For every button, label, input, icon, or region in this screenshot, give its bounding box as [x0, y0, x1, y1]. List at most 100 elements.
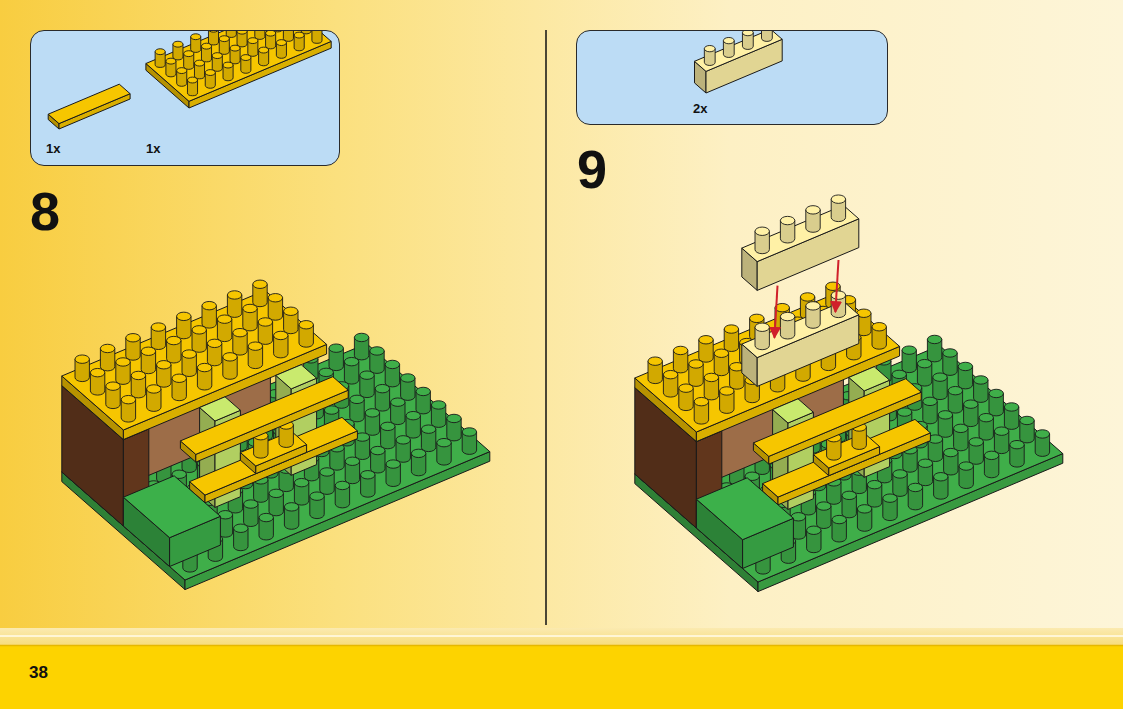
stud-top — [177, 68, 187, 74]
stud-top — [237, 31, 247, 34]
stud-top — [806, 206, 820, 214]
footer-stripe — [0, 628, 1123, 646]
green-baseplate — [635, 335, 1063, 591]
stud-top — [212, 53, 222, 59]
stud-top — [294, 478, 308, 486]
part-quantity: 2x — [693, 102, 707, 116]
stud-top — [934, 473, 948, 481]
stud-top — [223, 62, 233, 68]
stud-top — [694, 397, 708, 405]
stud-top — [207, 339, 221, 347]
stud-top — [243, 304, 257, 312]
stud-top — [248, 38, 258, 44]
stud-top — [227, 291, 241, 299]
stud-top — [258, 318, 272, 326]
yellow-tile-part-top — [48, 84, 130, 123]
model-step-9 — [635, 195, 1063, 592]
stud-top — [167, 336, 181, 344]
stud-top — [234, 524, 248, 532]
stud-top — [462, 428, 476, 436]
stud-top — [205, 70, 215, 76]
stud-top — [121, 395, 135, 403]
stud-top — [294, 32, 304, 38]
yellow-plate-part — [146, 31, 331, 108]
stud-top — [948, 386, 962, 394]
yellow-tile-part — [48, 84, 130, 129]
stud-top — [1035, 430, 1049, 438]
stud-side — [762, 31, 773, 41]
stud-top — [817, 502, 831, 510]
stud-top — [742, 31, 753, 36]
yellow-plate-part-top — [146, 31, 331, 101]
stud-top — [806, 302, 820, 310]
part-quantity: 1x — [46, 142, 60, 156]
stud-top — [750, 314, 764, 322]
stud-top — [857, 505, 871, 513]
stud-top — [361, 471, 375, 479]
parts-callout: 1x 1x — [30, 30, 340, 166]
stud-top — [219, 36, 229, 42]
stud-top — [319, 368, 333, 376]
stud-top — [780, 312, 794, 320]
stud-top — [421, 425, 435, 433]
stud-top — [401, 374, 415, 382]
stud-top — [192, 326, 206, 334]
stud-side — [312, 31, 322, 43]
stud-top — [944, 448, 958, 456]
stud-top — [344, 357, 358, 365]
step-number: 8 — [30, 184, 60, 238]
stud-top — [284, 503, 298, 511]
stud-top — [299, 321, 313, 329]
stud-top — [131, 371, 145, 379]
stud-top — [755, 227, 769, 235]
stud-top — [375, 384, 389, 392]
stud-top — [151, 323, 165, 331]
stud-top — [673, 346, 687, 354]
stud-top — [800, 293, 814, 301]
green-slope-top — [696, 478, 793, 540]
stud-top — [147, 385, 161, 393]
stud-top — [893, 470, 907, 478]
stud-top — [259, 47, 269, 53]
stud-top — [166, 58, 176, 64]
stud-top — [244, 500, 258, 508]
light-green-pillar-top — [773, 399, 814, 423]
yellow-tile — [180, 377, 348, 462]
stud-top — [116, 358, 130, 366]
stud-top — [284, 307, 298, 315]
yellow-plate-part-front — [189, 41, 331, 108]
stud-top — [699, 336, 713, 344]
stud-top — [90, 368, 104, 376]
stud-top — [202, 301, 216, 309]
stud-top — [704, 45, 715, 51]
stud-top — [184, 51, 194, 57]
stud-top — [648, 357, 662, 365]
stud-top — [274, 331, 288, 339]
stud-top — [964, 400, 978, 408]
step-divider — [545, 30, 547, 625]
stud-top — [714, 349, 728, 357]
parts-callout: 2x — [576, 30, 888, 125]
stud-top — [217, 315, 231, 323]
stud-top — [177, 312, 191, 320]
stud-top — [447, 414, 461, 422]
part-quantity: 1x — [146, 142, 160, 156]
stud-top — [831, 291, 845, 299]
stud-top — [979, 413, 993, 421]
stud-top — [223, 353, 237, 361]
model-step-8 — [62, 280, 490, 590]
stud-top — [994, 427, 1008, 435]
stud-top — [663, 370, 677, 378]
stud-top — [720, 387, 734, 395]
stud-top — [182, 350, 196, 358]
light-green-pillar-top — [276, 365, 317, 389]
stud-top — [431, 401, 445, 409]
stud-top — [233, 328, 247, 336]
stud-top — [411, 449, 425, 457]
green-baseplate — [62, 333, 490, 589]
stud-top — [365, 409, 379, 417]
stud-top — [1004, 403, 1018, 411]
stud-top — [724, 325, 738, 333]
stud-top — [201, 43, 211, 49]
